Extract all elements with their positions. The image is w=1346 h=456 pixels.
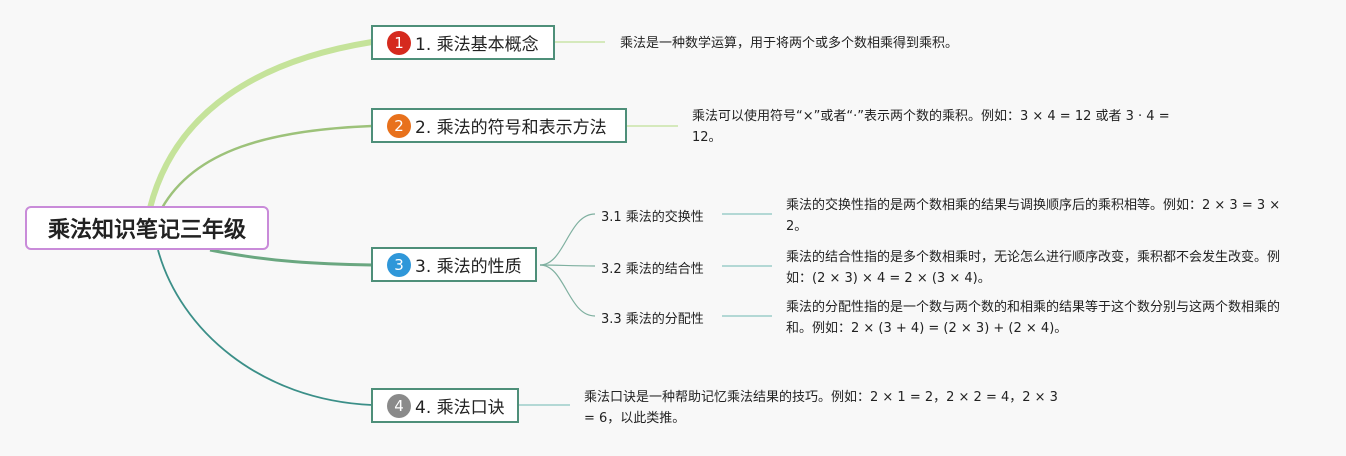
subtopic-3-2[interactable]: 3.2 乘法的结合性 <box>601 262 704 277</box>
topic-4-desc: 乘法口诀是一种帮助记忆乘法结果的技巧。例如：2 × 1 = 2，2 × 2 = … <box>584 390 1058 426</box>
topic-3[interactable]: 3 3. 乘法的性质 <box>371 247 537 282</box>
topic-2[interactable]: 2 2. 乘法的符号和表示方法 <box>371 108 627 143</box>
subtopic-3-1-desc: 乘法的交换性指的是两个数相乘的结果与调换顺序后的乘积相等。例如：2 × 3 = … <box>786 198 1281 234</box>
topic-4-label: 4. 乘法口诀 <box>415 398 505 418</box>
topic-1[interactable]: 1 1. 乘法基本概念 <box>371 25 555 60</box>
topic-2-label: 2. 乘法的符号和表示方法 <box>415 118 607 138</box>
sub-line-1 <box>539 213 596 266</box>
topic-2-desc: 乘法可以使用符号“×”或者“·”表示两个数的乘积。例如：3 × 4 = 12 或… <box>692 109 1170 145</box>
subtopic-3-2-desc: 乘法的结合性指的是多个数相乘时，无论怎么进行顺序改变，乘积都不会发生改变。例如：… <box>786 250 1281 286</box>
number-4-icon: 4 <box>387 393 411 418</box>
branch-line-2 <box>160 124 373 209</box>
sub-line-3 <box>539 264 596 317</box>
sub-line-2 <box>539 264 596 267</box>
number-2-icon: 2 <box>387 113 411 138</box>
subtopic-3-1[interactable]: 3.1 乘法的交换性 <box>601 210 704 225</box>
topic-1-desc: 乘法是一种数学运算，用于将两个或多个数相乘得到乘积。 <box>620 36 959 51</box>
topic-4[interactable]: 4 4. 乘法口诀 <box>371 388 519 423</box>
branch-line-4 <box>157 249 373 406</box>
subtopic-3-3-desc: 乘法的分配性指的是一个数与两个数的和相乘的结果等于这个数分别与这两个数相乘的和。… <box>786 300 1281 336</box>
topic-3-label: 3. 乘法的性质 <box>415 257 522 277</box>
subtopic-3-3[interactable]: 3.3 乘法的分配性 <box>601 312 704 327</box>
topic-1-label: 1. 乘法基本概念 <box>415 35 539 55</box>
root-topic[interactable]: 乘法知识笔记三年级 <box>25 206 269 250</box>
branch-line-3 <box>209 248 373 267</box>
number-3-icon: 3 <box>387 252 411 277</box>
number-1-icon: 1 <box>387 30 411 55</box>
branch-line-1 <box>147 39 375 211</box>
